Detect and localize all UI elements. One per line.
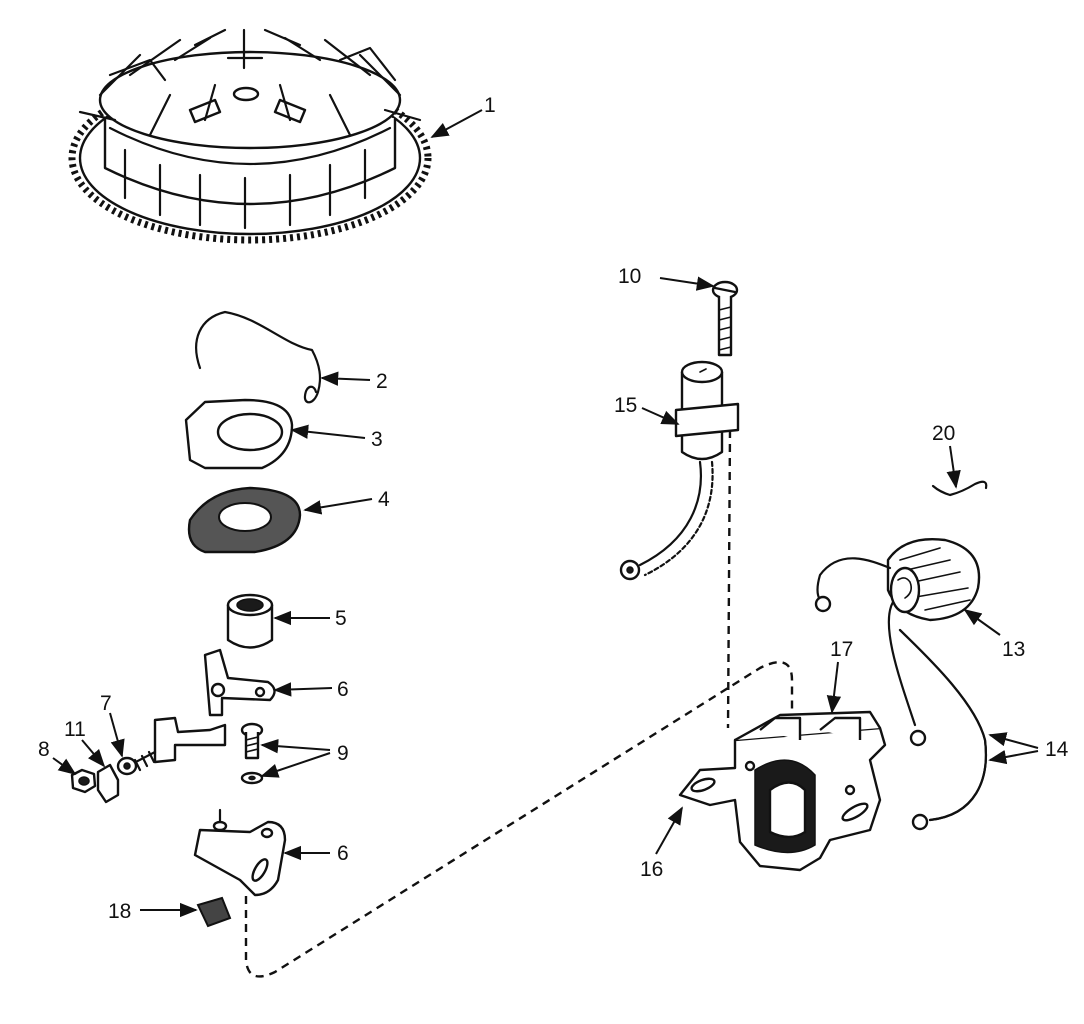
callout-6-upper: 6 <box>337 678 349 701</box>
leader-arrows <box>52 109 1039 918</box>
callout-labels: 1 2 3 4 5 6 7 11 8 9 6 18 10 15 20 13 17… <box>38 94 1069 923</box>
screw-part-10 <box>711 280 739 357</box>
callout-10: 10 <box>618 265 641 288</box>
felt-pad-part-18 <box>196 896 232 928</box>
bushing-part-5 <box>226 593 274 649</box>
breaker-arm-part-6-upper <box>203 648 276 717</box>
breaker-plate-part-6-lower <box>193 808 287 897</box>
gasket-part-4 <box>187 486 302 554</box>
assembly-line <box>244 660 794 978</box>
contact-points-arm <box>128 716 227 772</box>
callout-3: 3 <box>371 428 383 451</box>
condenser-part-15 <box>619 360 740 581</box>
callout-4: 4 <box>378 488 390 511</box>
coil-bracket-part-16-17 <box>678 710 887 872</box>
callout-15: 15 <box>614 394 637 417</box>
callout-18: 18 <box>108 900 131 923</box>
terminal-part-11 <box>96 763 120 804</box>
callout-7: 7 <box>100 692 112 715</box>
callout-13: 13 <box>1002 638 1025 661</box>
ignition-coil-part-13 <box>814 538 987 831</box>
callout-5: 5 <box>335 607 347 630</box>
cover-plate-part-3 <box>184 398 294 470</box>
callout-8: 8 <box>38 738 50 761</box>
callout-11: 11 <box>64 718 86 741</box>
assembly-line-condenser <box>726 429 732 729</box>
wire-clip-part-2 <box>195 310 322 404</box>
callout-20: 20 <box>932 422 955 445</box>
callout-2: 2 <box>376 370 388 393</box>
nut-part-8 <box>70 768 97 794</box>
callout-9: 9 <box>337 742 349 765</box>
clip-part-20 <box>931 480 988 497</box>
callout-14: 14 <box>1045 738 1069 761</box>
washer-part-7 <box>116 756 138 776</box>
callout-1: 1 <box>484 94 496 117</box>
callout-16: 16 <box>640 858 663 881</box>
callout-17: 17 <box>830 638 853 661</box>
flywheel-part-1 <box>68 28 432 244</box>
callout-6-lower: 6 <box>337 842 349 865</box>
screw-washer-part-9 <box>240 722 264 785</box>
